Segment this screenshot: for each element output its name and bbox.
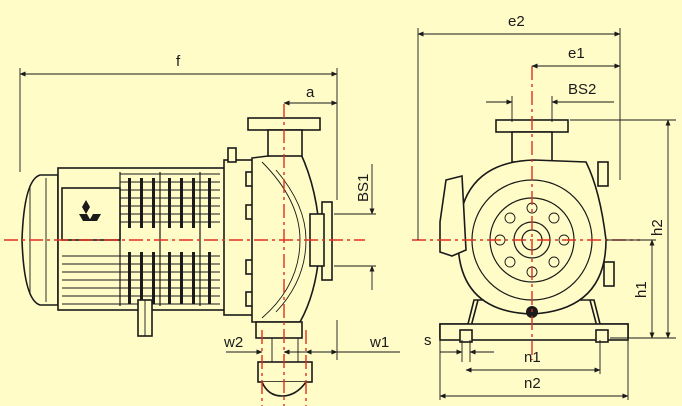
dim-n2-label: n2: [524, 375, 541, 392]
motor-body: [57, 167, 229, 337]
volute-casing: [439, 159, 615, 318]
dim-bs1-label: BS1: [355, 174, 372, 202]
mitsubishi-logo-icon: [79, 200, 101, 221]
dim-bs2-label: BS2: [568, 81, 596, 98]
dimension-lines: f a BS1 w1 w2 e2 e1 BS2: [19, 13, 676, 400]
dim-h1-label: h1: [633, 281, 650, 298]
dim-h2-label: h2: [649, 219, 666, 236]
dim-s-label: s: [424, 332, 432, 349]
pump-casing-side: [247, 117, 333, 397]
dim-e2-label: e2: [508, 13, 525, 30]
base-feet: [439, 299, 629, 343]
dim-e1-label: e1: [568, 45, 585, 62]
dim-w1-label: w1: [369, 334, 389, 351]
dim-f-label: f: [176, 53, 181, 70]
dim-n1-label: n1: [524, 349, 541, 366]
dim-a-label: a: [306, 84, 315, 101]
dim-w2-label: w2: [223, 334, 243, 351]
front-view: [412, 66, 640, 360]
side-view: [4, 104, 365, 406]
